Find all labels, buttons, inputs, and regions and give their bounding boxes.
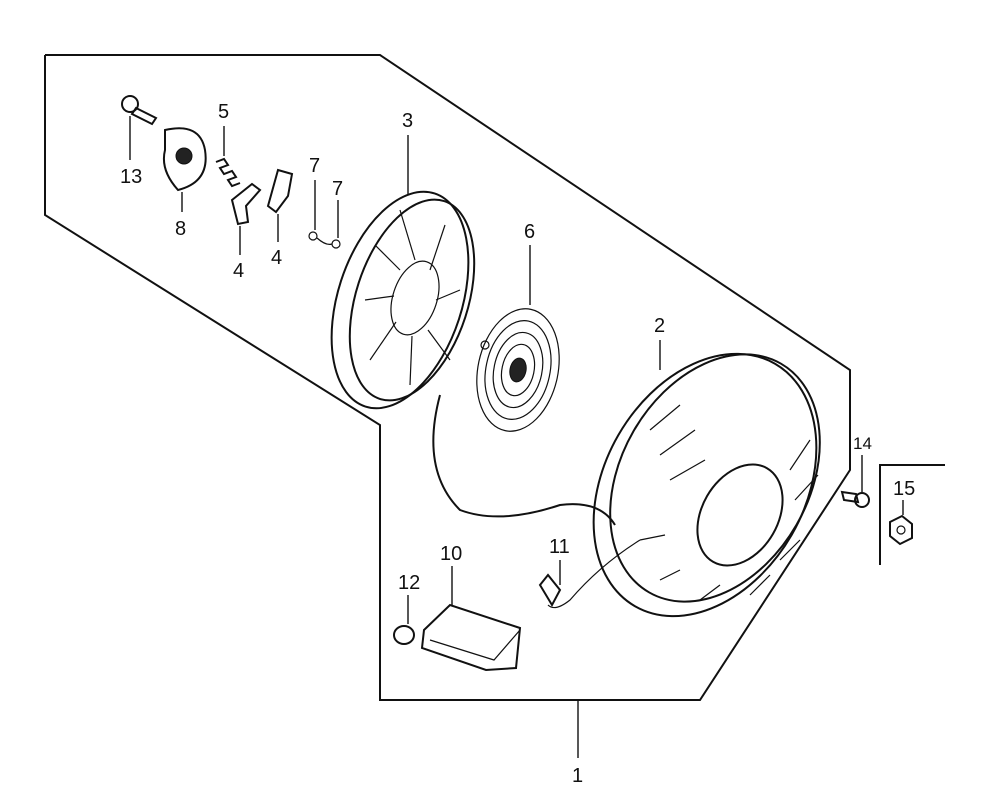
callout-3: 3 — [402, 110, 413, 132]
part-11-rope-clip — [538, 560, 562, 608]
callout-13: 13 — [120, 166, 142, 188]
callout-7-left: 7 — [309, 155, 320, 177]
part-8-ratchet-plate — [162, 127, 207, 212]
callout-6: 6 — [524, 221, 535, 243]
part-2-starter-case — [592, 340, 821, 618]
callout-4-left: 4 — [233, 260, 244, 282]
callout-5: 5 — [218, 101, 229, 123]
callout-2: 2 — [654, 315, 665, 337]
part-4-pawl-left — [230, 182, 262, 255]
part-14-flange-bolt — [840, 455, 870, 508]
callout-4-right: 4 — [271, 247, 282, 269]
callout-15: 15 — [893, 478, 915, 500]
part-10-starter-grip — [420, 566, 522, 672]
part-5-spring — [215, 126, 241, 188]
callout-11: 11 — [549, 536, 570, 558]
part-7-clips — [308, 180, 341, 249]
assembly-frame — [44, 54, 851, 701]
part-15-frame — [879, 464, 945, 565]
starter-rope — [432, 394, 616, 526]
part-15-nut — [889, 500, 913, 546]
callout-8: 8 — [175, 218, 186, 240]
part-4-pawl-right — [266, 168, 294, 242]
part-3-starter-reel — [330, 135, 476, 410]
starter-rope-guide — [547, 539, 641, 609]
part-13-bolt — [121, 95, 158, 160]
callout-7-right: 7 — [332, 178, 343, 200]
callout-1: 1 — [572, 765, 583, 787]
callout-14: 14 — [853, 434, 872, 453]
part-12-grip-insert — [393, 595, 415, 645]
callout-12: 12 — [398, 572, 420, 594]
part-6-recoil-spring — [476, 245, 560, 432]
callout-10: 10 — [440, 543, 462, 565]
